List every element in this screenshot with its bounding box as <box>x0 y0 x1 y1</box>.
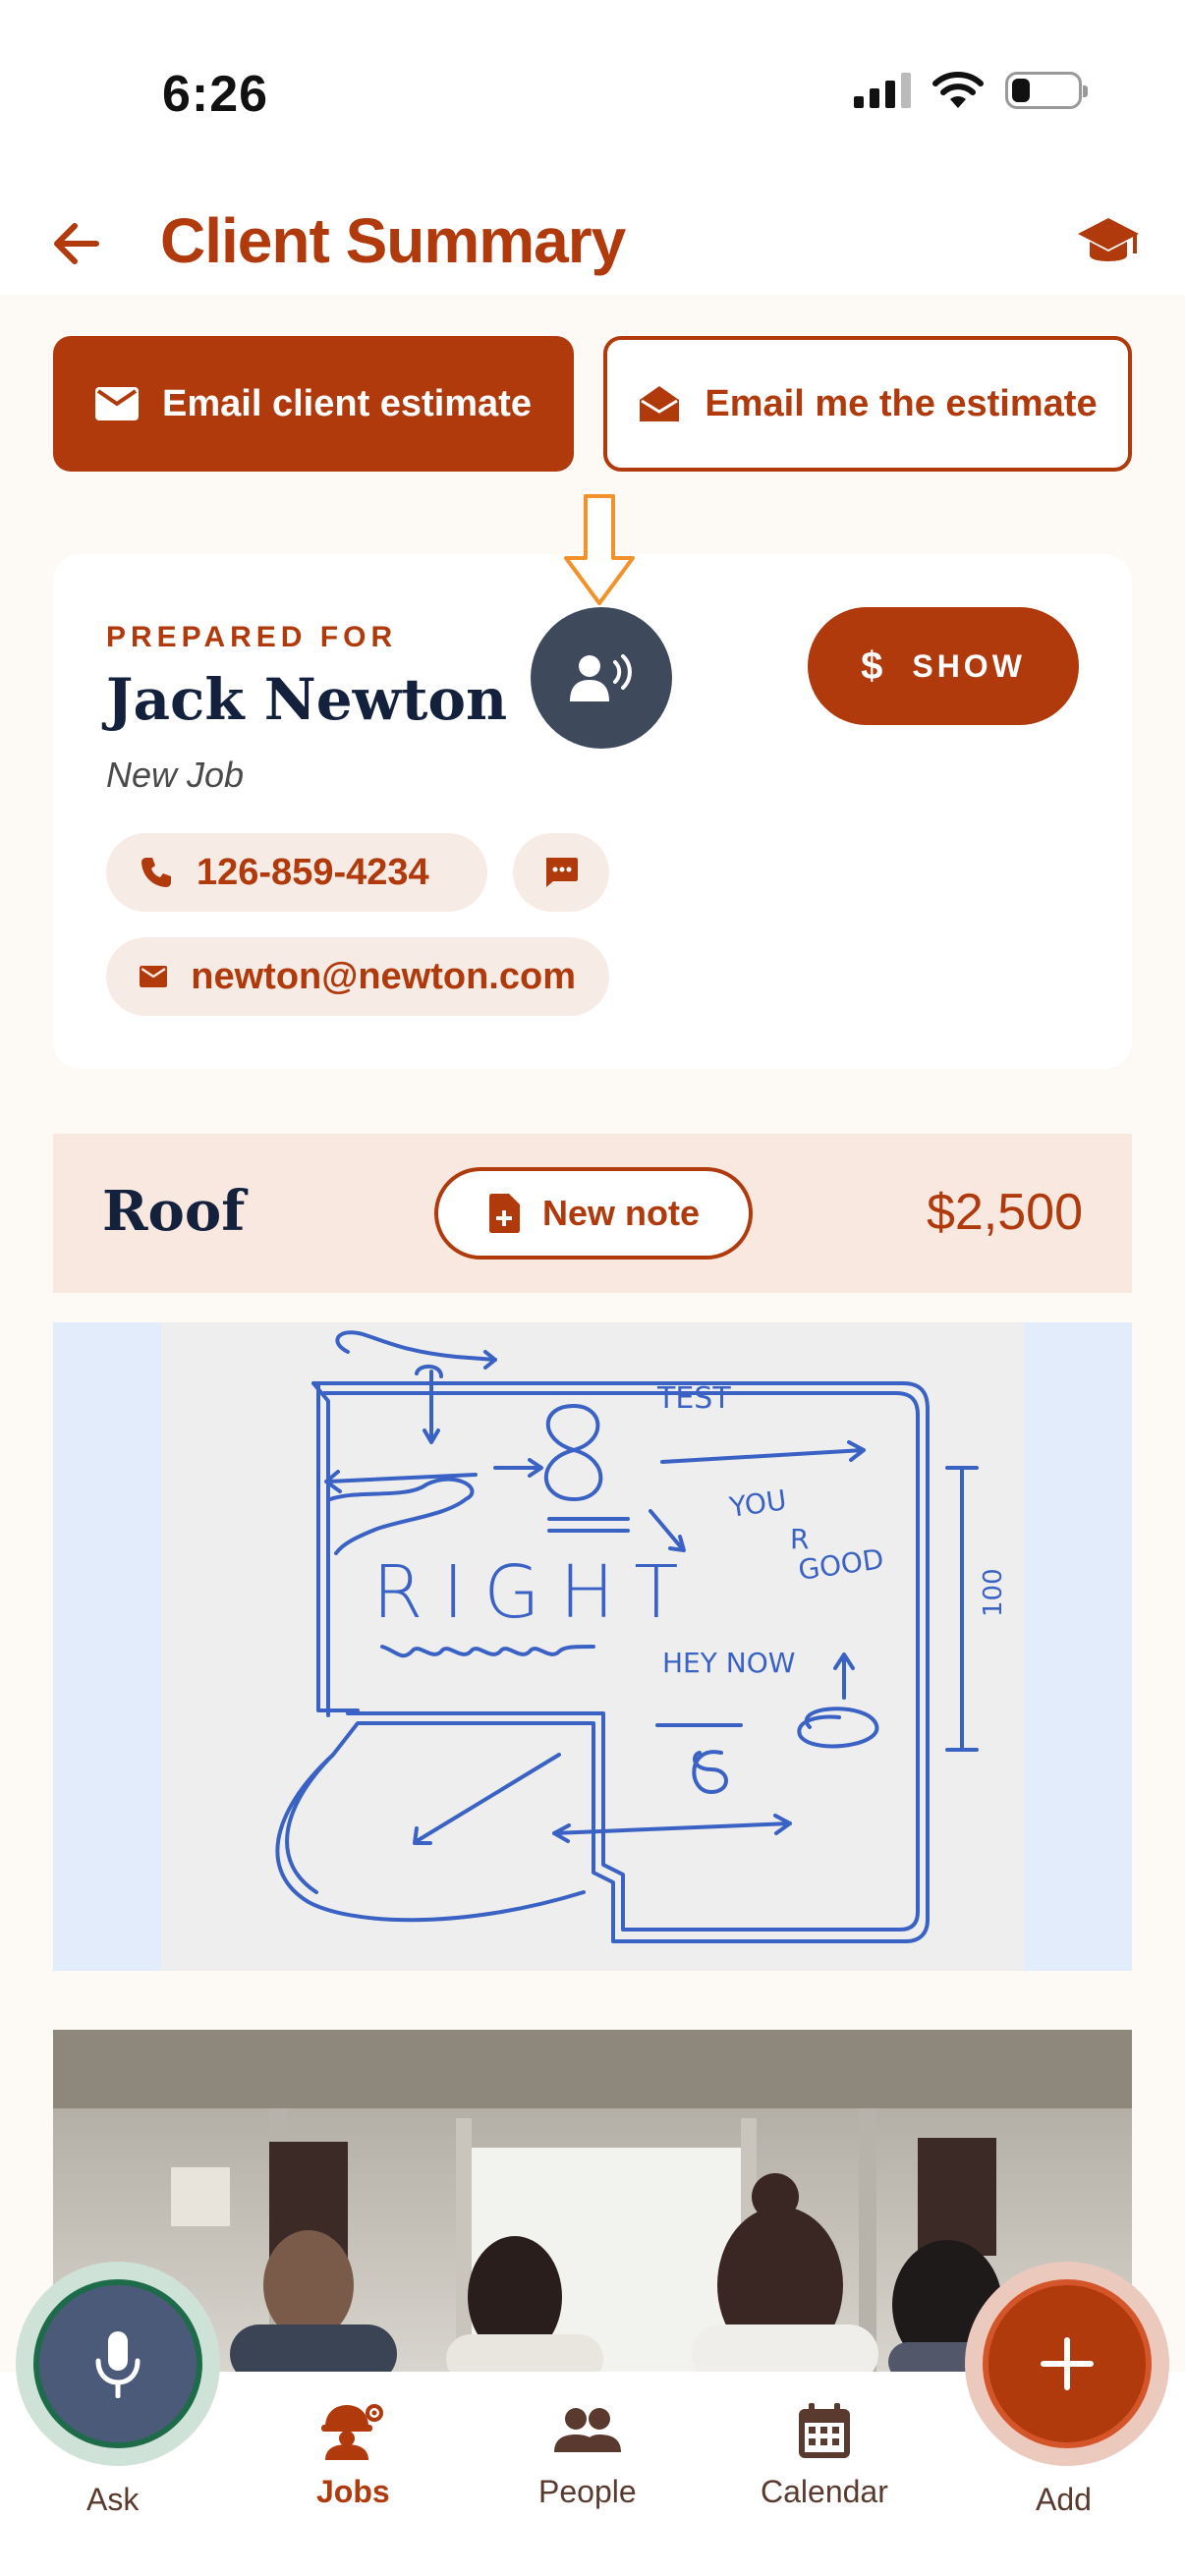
section-header-roof: Roof New note $2,500 <box>53 1134 1132 1293</box>
status-bar: 6:26 <box>0 0 1185 187</box>
hint-arrow-icon <box>564 494 635 605</box>
email-me-estimate-label: Email me the estimate <box>705 382 1098 424</box>
microphone-icon <box>95 2331 141 2398</box>
graduation-cap-icon[interactable] <box>1076 212 1141 271</box>
prepared-for-label: PREPARED FOR <box>106 621 398 653</box>
ask-microphone-button[interactable] <box>33 2279 202 2448</box>
job-photo[interactable] <box>53 2030 1132 2380</box>
calendar-icon <box>798 2403 850 2458</box>
mail-icon <box>140 966 168 987</box>
section-title: Roof <box>102 1179 246 1244</box>
dollar-icon: $ <box>861 644 883 688</box>
sketch-text-right: RIGHT <box>372 1550 698 1635</box>
nav-ask[interactable]: Ask <box>86 2482 139 2518</box>
nav-people-label: People <box>538 2474 637 2509</box>
nav-add-label: Add <box>1036 2482 1092 2517</box>
sketch-text-hundred: 100 <box>979 1568 1008 1617</box>
show-label: SHOW <box>912 647 1026 684</box>
sketch-drawing: TEST 8 YOU R GOOD RIGHT HEY NOW 6 100 <box>161 1322 1008 1943</box>
new-note-label: New note <box>541 1193 700 1233</box>
wifi-icon <box>932 72 984 108</box>
nav-calendar[interactable]: Calendar <box>761 2401 888 2510</box>
email-client-estimate-label: Email client estimate <box>162 382 532 424</box>
nav-add[interactable]: Add <box>1036 2482 1092 2518</box>
sketch-text-r: R <box>790 1523 809 1555</box>
sketch-text-you: YOU <box>726 1484 788 1524</box>
nav-calendar-label: Calendar <box>761 2474 888 2509</box>
sketch-paper: TEST 8 YOU R GOOD RIGHT HEY NOW 6 100 <box>161 1322 1024 1971</box>
sketch-text-hey-now: HEY NOW <box>662 1647 795 1679</box>
new-note-button[interactable]: New note <box>434 1167 753 1260</box>
phone-chip[interactable]: 126-859-4234 <box>106 833 487 912</box>
add-button[interactable] <box>983 2279 1152 2448</box>
sms-chip[interactable] <box>513 833 609 912</box>
email-chip[interactable]: newton@newton.com <box>106 937 609 1016</box>
section-price: $2,500 <box>926 1184 1083 1241</box>
email-me-estimate-button[interactable]: Email me the estimate <box>603 336 1132 472</box>
cellular-signal-icon <box>854 73 911 108</box>
show-price-button[interactable]: $ SHOW <box>808 607 1079 725</box>
mail-icon <box>95 387 140 420</box>
voice-speaker-button[interactable] <box>531 607 672 749</box>
nav-ask-label: Ask <box>86 2482 140 2517</box>
phone-icon <box>141 858 171 887</box>
email-client-estimate-button[interactable]: Email client estimate <box>53 336 574 472</box>
sketch-text-test: TEST <box>656 1381 731 1416</box>
sketch-image[interactable]: TEST 8 YOU R GOOD RIGHT HEY NOW 6 100 <box>53 1322 1132 1971</box>
estimate-actions: Email client estimate Email me the estim… <box>53 336 1132 472</box>
job-subtitle: New Job <box>106 755 245 795</box>
people-icon <box>553 2408 621 2452</box>
sketch-text-eight: 8 <box>161 1322 162 1323</box>
nav-jobs-label: Jobs <box>316 2474 390 2509</box>
email-address: newton@newton.com <box>191 955 576 997</box>
phone-number: 126-859-4234 <box>197 851 429 893</box>
plus-icon <box>1041 2337 1094 2390</box>
message-icon <box>546 858 578 887</box>
note-add-icon <box>488 1194 520 1233</box>
person-speaking-icon <box>570 654 632 701</box>
sketch-text-good: GOOD <box>796 1542 885 1587</box>
battery-icon <box>1005 72 1088 109</box>
header: Client Summary <box>0 187 1185 295</box>
nav-jobs[interactable]: Jobs <box>316 2401 390 2510</box>
client-card: PREPARED FOR Jack Newton New Job $ SHOW … <box>53 554 1132 1069</box>
sketch-text-six: 6 <box>161 1322 162 1323</box>
photo-content <box>53 2030 1132 2380</box>
open-mail-icon <box>640 386 680 421</box>
back-arrow-icon[interactable] <box>47 214 106 273</box>
status-icons <box>854 71 1088 110</box>
nav-people[interactable]: People <box>538 2401 637 2510</box>
client-name: Jack Newton <box>106 666 508 733</box>
status-time: 6:26 <box>162 66 269 123</box>
page-title: Client Summary <box>160 205 626 276</box>
jobs-icon <box>321 2404 384 2460</box>
